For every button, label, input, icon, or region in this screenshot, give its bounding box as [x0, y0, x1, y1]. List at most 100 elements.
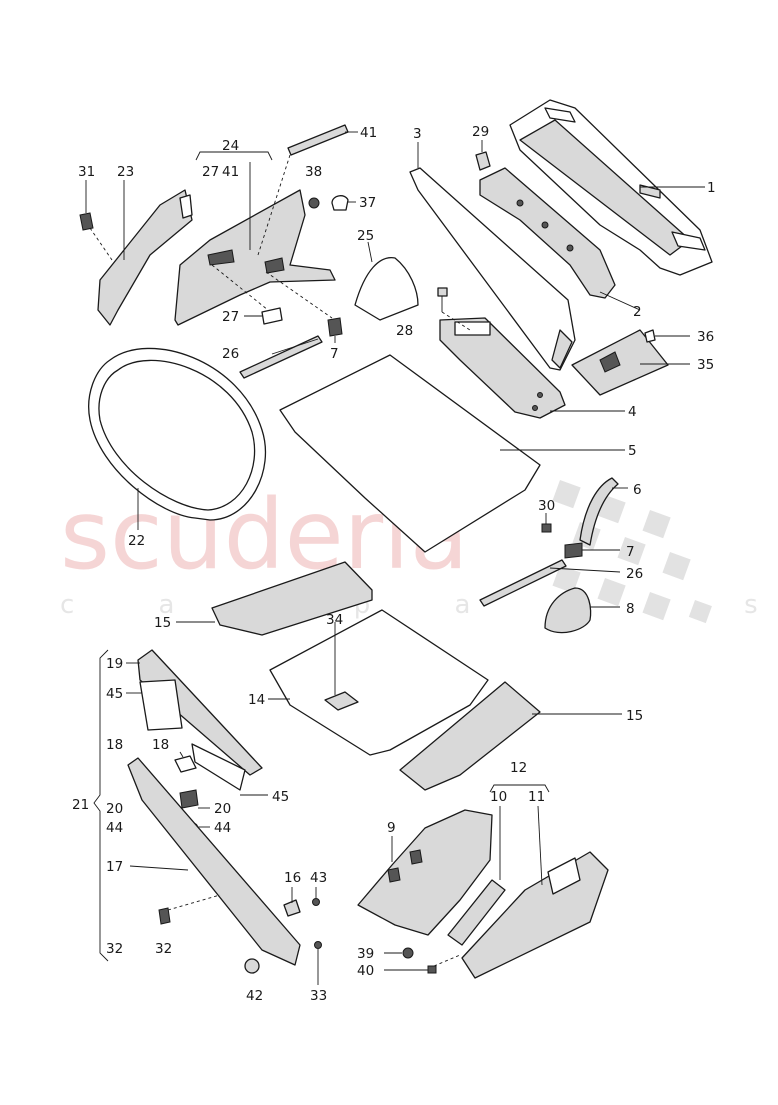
part-41-strip [257, 124, 358, 256]
part-28-bolt [437, 287, 471, 331]
label-7b: 7 [626, 544, 635, 560]
label-27b: 27 [222, 309, 239, 325]
part-33-screw [314, 941, 322, 985]
part-2-trim [479, 167, 641, 311]
part-7-clip-a [327, 317, 343, 343]
label-10: 10 [490, 789, 507, 805]
label-20b: 20 [214, 801, 231, 817]
part-40-bolt [384, 954, 461, 974]
part-42-cap [244, 958, 260, 974]
label-18a: 18 [106, 737, 123, 753]
callout-labels: 1 2 3 4 5 6 7 7 8 9 10 11 12 14 15 15 16… [72, 124, 716, 1004]
label-33: 33 [310, 988, 327, 1004]
part-5-carpet [279, 354, 625, 553]
label-25: 25 [357, 228, 374, 244]
part-8-cover [544, 587, 620, 634]
part-37-holder [331, 195, 356, 211]
label-45a: 45 [106, 686, 123, 702]
label-15b: 15 [626, 708, 643, 724]
label-14: 14 [248, 692, 265, 708]
label-17: 17 [106, 859, 123, 875]
part-3-panel [409, 142, 576, 371]
label-2: 2 [633, 304, 642, 320]
part-16-cover [283, 887, 301, 917]
label-15a: 15 [154, 615, 171, 631]
label-39: 39 [357, 946, 374, 962]
part-38-nut [308, 197, 320, 209]
part-26-rail-a [239, 335, 323, 379]
label-36: 36 [697, 329, 714, 345]
part-30-screw [541, 513, 552, 533]
part-9-side-trim [357, 809, 493, 936]
part-17-sill [127, 757, 301, 966]
label-1: 1 [707, 180, 716, 196]
part-43-screw [312, 887, 320, 906]
label-40: 40 [357, 963, 374, 979]
part-26-rail-b [479, 559, 621, 607]
label-24: 24 [222, 138, 239, 154]
label-34: 34 [326, 612, 343, 628]
label-32a: 32 [106, 941, 123, 957]
label-44b: 44 [214, 820, 231, 836]
label-12: 12 [510, 760, 527, 776]
part-10-panel [447, 806, 506, 946]
label-9: 9 [387, 820, 396, 836]
part-4-bracket [439, 317, 625, 419]
label-35: 35 [697, 357, 714, 373]
label-38: 38 [305, 164, 322, 180]
label-18b: 18 [152, 737, 169, 753]
part-35-tray [571, 329, 690, 396]
part-15-cover-top [176, 561, 373, 636]
label-43: 43 [310, 870, 327, 886]
label-26a: 26 [222, 346, 239, 362]
part-45-pad-a [126, 679, 183, 731]
part-39-nut [384, 947, 414, 959]
label-41b: 41 [222, 164, 239, 180]
label-4: 4 [628, 404, 637, 420]
part-15-cover-bottom [399, 681, 622, 791]
label-30: 30 [538, 498, 555, 514]
part-23-trim [79, 180, 193, 326]
group-21-bracket [93, 649, 109, 962]
label-27a: 27 [202, 164, 219, 180]
label-29: 29 [472, 124, 489, 140]
label-16: 16 [284, 870, 301, 886]
part-25-cover [354, 241, 419, 321]
part-6-moulding [579, 477, 628, 546]
label-41a: 41 [360, 125, 377, 141]
label-3: 3 [413, 126, 422, 142]
label-44a: 44 [106, 820, 123, 836]
part-1-frame [509, 99, 713, 276]
label-6: 6 [633, 482, 642, 498]
part-24-trim-panel [174, 151, 336, 326]
label-22: 22 [128, 533, 145, 549]
label-42: 42 [246, 988, 263, 1004]
part-20-switch [179, 789, 210, 809]
label-45b: 45 [272, 789, 289, 805]
part-45-pad-b [191, 743, 268, 796]
watermark-sub: c a r p a r t s [60, 590, 778, 620]
label-19: 19 [106, 656, 123, 672]
part-29-clip [475, 140, 491, 171]
part-27-clip [244, 307, 283, 325]
label-11: 11 [528, 789, 545, 805]
part-22-seal [88, 347, 267, 530]
label-8: 8 [626, 601, 635, 617]
label-28: 28 [396, 323, 413, 339]
label-37: 37 [359, 195, 376, 211]
part-18-button [174, 751, 197, 773]
label-21: 21 [72, 797, 89, 813]
label-23: 23 [117, 164, 134, 180]
label-20a: 20 [106, 801, 123, 817]
part-7-clip-b [564, 542, 620, 559]
part-11-panel [461, 784, 609, 979]
label-7a: 7 [330, 346, 339, 362]
label-26b: 26 [626, 566, 643, 582]
label-32b: 32 [155, 941, 172, 957]
label-31: 31 [78, 164, 95, 180]
part-32-clip [158, 894, 221, 925]
label-5: 5 [628, 443, 637, 459]
part-14-floor [268, 609, 489, 756]
